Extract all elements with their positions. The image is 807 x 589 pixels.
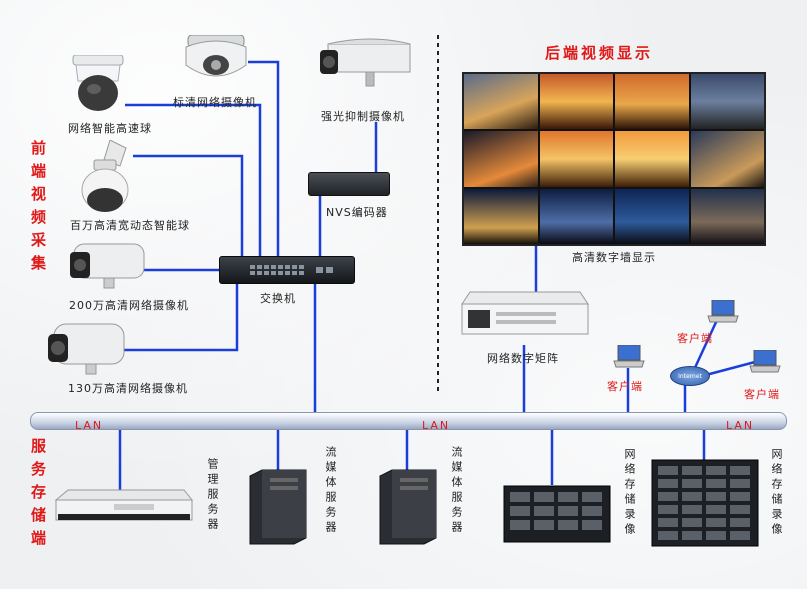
client-3-label: 客户端 xyxy=(744,388,780,401)
nvs-encoder-icon xyxy=(308,172,390,196)
link-client3 xyxy=(701,360,756,378)
storage-recorder-1-label: 网络存储录像 xyxy=(623,448,636,538)
stream-server-1-label: 流媒体服务器 xyxy=(324,446,337,536)
speed-dome-label: 网络智能高速球 xyxy=(68,122,152,135)
storage-recorder-2-icon xyxy=(650,458,760,548)
client-2-icon xyxy=(706,300,740,324)
lan-label-1: LAN xyxy=(75,419,104,432)
client-1-icon xyxy=(612,345,646,369)
std-cam-label: 标清网络摄像机 xyxy=(173,96,257,109)
client-2-label: 客户端 xyxy=(677,332,713,345)
hd-dome-icon xyxy=(80,140,130,212)
client-1-label: 客户端 xyxy=(607,380,643,393)
cam-130-icon xyxy=(46,320,126,376)
mgmt-server-label: 管理服务器 xyxy=(206,458,219,533)
stream-server-2-label: 流媒体服务器 xyxy=(450,446,463,536)
video-wall-label: 高清数字墙显示 xyxy=(572,251,656,264)
stream-server-2-icon xyxy=(378,468,438,546)
switch-label: 交换机 xyxy=(260,292,296,305)
video-wall-icon xyxy=(462,72,766,246)
link-cam-130 xyxy=(123,282,239,352)
storage-recorder-2-label: 网络存储录像 xyxy=(770,448,783,538)
internet-label: Internet xyxy=(678,372,702,380)
cam-130-label: 130万高清网络摄像机 xyxy=(68,382,188,395)
client-3-icon xyxy=(748,350,782,374)
link-speed-dome xyxy=(125,103,262,262)
lan-bus xyxy=(30,412,787,430)
lan-label-2: LAN xyxy=(422,419,451,432)
strong-light-cam-label: 强光抑制摄像机 xyxy=(321,110,405,123)
nvs-encoder-label: NVS编码器 xyxy=(326,206,388,219)
matrix-label: 网络数字矩阵 xyxy=(487,352,559,365)
mgmt-server-icon xyxy=(54,488,194,528)
cam-200-label: 200万高清网络摄像机 xyxy=(69,299,189,312)
link-std-cam xyxy=(248,60,280,262)
lan-label-3: LAN xyxy=(726,419,755,432)
section-storage: 服务存储端 xyxy=(29,438,47,553)
hd-dome-label: 百万高清宽动态智能球 xyxy=(70,219,190,232)
internet-cloud-icon: Internet xyxy=(670,366,710,386)
switch-icon xyxy=(219,256,355,284)
section-front: 前端视频采集 xyxy=(29,140,47,278)
matrix-icon xyxy=(460,290,590,340)
stream-server-1-icon xyxy=(248,468,308,546)
link-hd-dome xyxy=(133,154,244,262)
std-cam-icon xyxy=(184,35,248,85)
link-client2 xyxy=(691,319,719,373)
section-back: 后端视频显示 xyxy=(545,44,654,62)
storage-recorder-1-icon xyxy=(502,484,612,544)
strong-light-cam-icon xyxy=(320,38,416,90)
cam-200-icon xyxy=(68,240,148,290)
speed-dome-icon xyxy=(70,55,126,113)
